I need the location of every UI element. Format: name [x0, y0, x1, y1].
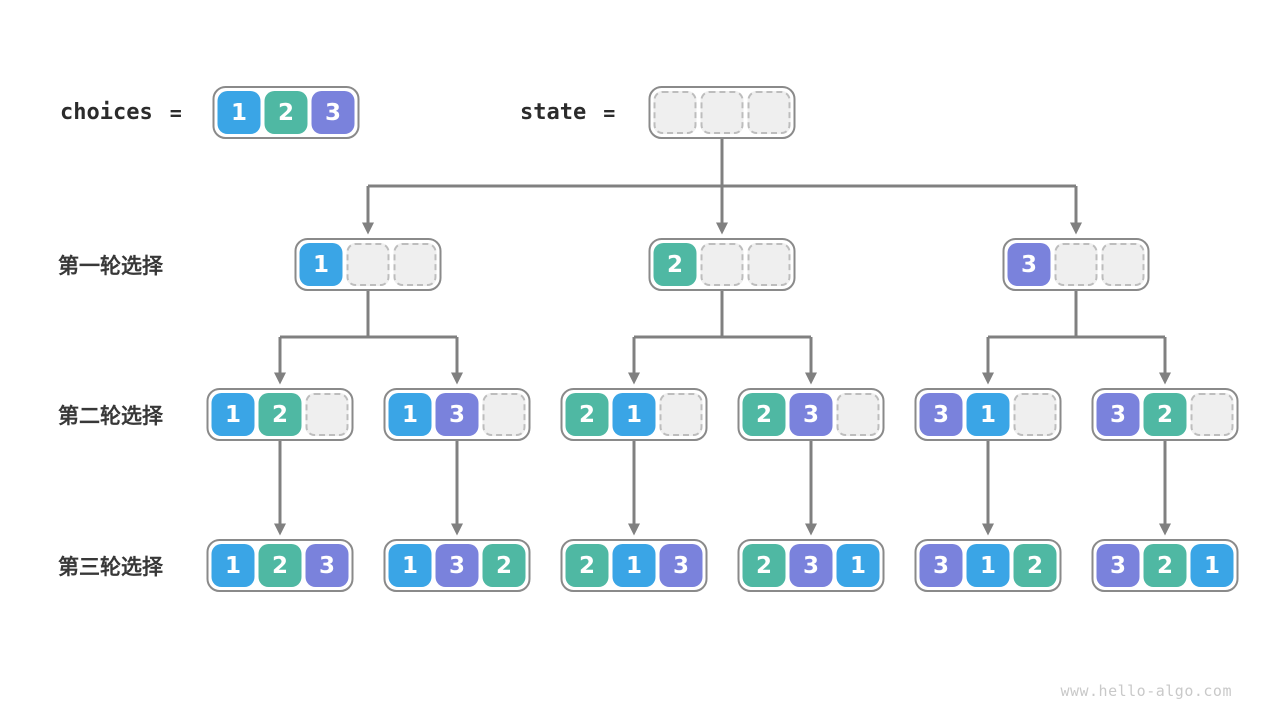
site-watermark: www.hello-algo.com — [1060, 682, 1232, 700]
cell-2: 2 — [482, 544, 526, 587]
cell-empty — [393, 243, 437, 286]
cell-empty — [747, 243, 791, 286]
cell-3: 3 — [435, 544, 479, 587]
round-3-label: 第三轮选择 — [58, 555, 163, 579]
cell-empty — [700, 91, 744, 134]
cell-empty — [700, 243, 744, 286]
cell-1: 1 — [1190, 544, 1234, 587]
cell-3: 3 — [919, 393, 963, 436]
round1-box-0: 1 — [294, 238, 442, 291]
state-definition: state = — [520, 86, 615, 139]
cell-2: 2 — [258, 393, 302, 436]
cell-1: 1 — [211, 544, 255, 587]
round1-box-1: 2 — [648, 238, 796, 291]
choices-definition: choices = — [60, 86, 182, 139]
cell-empty — [836, 393, 880, 436]
cell-2: 2 — [1013, 544, 1057, 587]
cell-empty — [346, 243, 390, 286]
connector-level-2 — [274, 291, 1171, 385]
cell-2: 2 — [653, 243, 697, 286]
cell-1: 1 — [612, 544, 656, 587]
cell-1: 1 — [966, 544, 1010, 587]
cell-1: 1 — [836, 544, 880, 587]
cell-1: 1 — [217, 91, 261, 134]
cell-1: 1 — [211, 393, 255, 436]
connector-level-3 — [274, 441, 1171, 536]
cell-3: 3 — [1096, 544, 1140, 587]
state-label: state — [520, 100, 587, 125]
cell-empty — [659, 393, 703, 436]
cell-2: 2 — [1143, 544, 1187, 587]
cell-1: 1 — [388, 544, 432, 587]
cell-1: 1 — [388, 393, 432, 436]
cell-3: 3 — [789, 393, 833, 436]
round1-box-2: 3 — [1002, 238, 1150, 291]
cell-empty — [482, 393, 526, 436]
state-box — [648, 86, 796, 139]
round-1-label: 第一轮选择 — [58, 254, 163, 278]
cell-2: 2 — [1143, 393, 1187, 436]
cell-empty — [1054, 243, 1098, 286]
cell-1: 1 — [299, 243, 343, 286]
cell-3: 3 — [659, 544, 703, 587]
cell-2: 2 — [742, 393, 786, 436]
cell-3: 3 — [435, 393, 479, 436]
cell-empty — [1013, 393, 1057, 436]
equals-sign: = — [169, 100, 182, 125]
cell-3: 3 — [311, 91, 355, 134]
cell-1: 1 — [612, 393, 656, 436]
cell-empty — [1190, 393, 1234, 436]
cell-empty — [747, 91, 791, 134]
cell-3: 3 — [919, 544, 963, 587]
cell-empty — [653, 91, 697, 134]
cell-3: 3 — [305, 544, 349, 587]
cell-2: 2 — [258, 544, 302, 587]
connector-level-1 — [362, 139, 1082, 235]
cell-3: 3 — [1096, 393, 1140, 436]
cell-empty — [305, 393, 349, 436]
cell-3: 3 — [789, 544, 833, 587]
cell-2: 2 — [742, 544, 786, 587]
cell-2: 2 — [565, 393, 609, 436]
cell-2: 2 — [264, 91, 308, 134]
cell-1: 1 — [966, 393, 1010, 436]
cell-3: 3 — [1007, 243, 1051, 286]
cell-2: 2 — [565, 544, 609, 587]
cell-empty — [1101, 243, 1145, 286]
round-2-label: 第二轮选择 — [58, 404, 163, 428]
choices-label: choices — [60, 100, 153, 125]
equals-sign: = — [603, 100, 616, 125]
